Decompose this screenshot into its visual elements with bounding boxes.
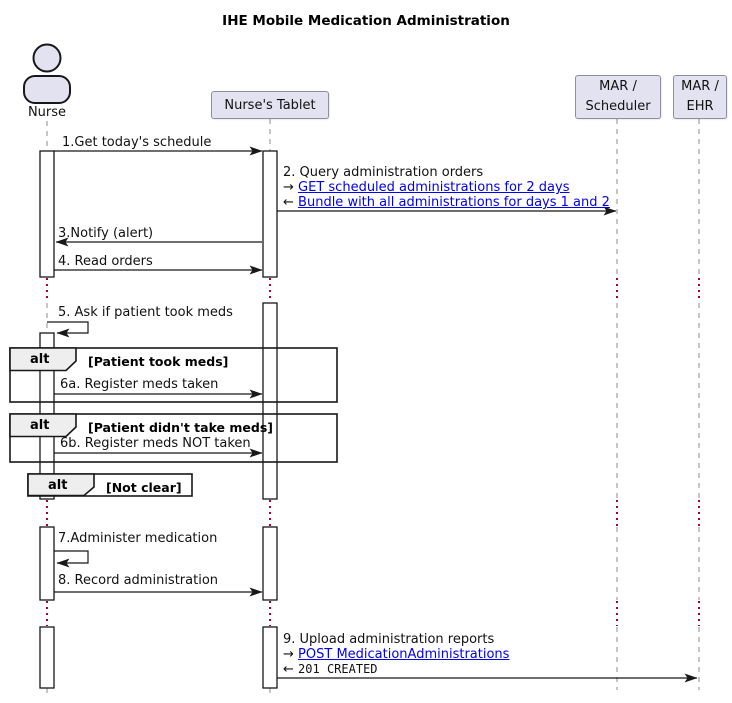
arrow-left-glyph: ← (283, 662, 294, 677)
message-4-label: 4. Read orders (58, 255, 153, 269)
response-code: 201 CREATED (298, 662, 377, 676)
activation-tablet (263, 527, 277, 600)
arrow-right-glyph: → (283, 647, 294, 662)
arrow-msg5-self (47, 322, 88, 333)
alt-3-guard: [Not clear] (106, 480, 182, 495)
alt-1-keyword: alt (30, 352, 49, 367)
participant-ehr-label-1: MAR / (681, 77, 719, 97)
arrow-right-glyph: → (283, 180, 294, 195)
link-bundle-administrations[interactable]: Bundle with all administrations for days… (298, 195, 610, 210)
message-9-text: 9. Upload administration reports (283, 632, 509, 647)
participant-ehr-label-2: EHR (686, 97, 713, 117)
message-2-text: 2. Query administration orders (283, 165, 610, 180)
activation-tablet (263, 151, 277, 277)
message-8-label: 8. Record administration (58, 574, 218, 588)
arrow-msg7-self (54, 551, 88, 563)
message-5-label: 5. Ask if patient took meds (58, 306, 233, 320)
link-get-scheduled-administrations[interactable]: GET scheduled administrations for 2 days (298, 180, 569, 195)
message-6a-label: 6a. Register meds taken (60, 378, 218, 392)
diagram-title: IHE Mobile Medication Administration (0, 13, 732, 29)
alt-1-guard: [Patient took meds] (88, 354, 228, 369)
message-9-label: 9. Upload administration reports → POST … (283, 632, 509, 677)
alt-2-guard: [Patient didn't take meds] (88, 420, 273, 435)
message-2-label: 2. Query administration orders → GET sch… (283, 165, 610, 210)
participant-scheduler-label-2: Scheduler (585, 97, 650, 117)
person-actor-icon (24, 45, 70, 104)
activation-tablet (263, 627, 277, 688)
arrow-left-glyph: ← (283, 195, 294, 210)
link-post-medication-administrations[interactable]: POST MedicationAdministrations (298, 647, 509, 662)
alt-2-keyword: alt (30, 418, 49, 433)
alt-3-keyword: alt (48, 478, 67, 493)
participant-scheduler-label-1: MAR / (599, 77, 637, 97)
participant-tablet: Nurse's Tablet (211, 91, 329, 119)
participant-nurse-label: Nurse (12, 105, 82, 120)
message-7-label: 7.Administer medication (58, 532, 217, 546)
participant-ehr: MAR / EHR (673, 75, 727, 119)
message-1-label: 1.Get today's schedule (62, 136, 211, 150)
participant-scheduler: MAR / Scheduler (575, 75, 661, 119)
activation-nurse (40, 527, 54, 600)
activation-tablet (263, 303, 277, 499)
participant-tablet-label: Nurse's Tablet (224, 98, 315, 113)
message-3-label: 3.Notify (alert) (58, 227, 153, 241)
message-6b-label: 6b. Register meds NOT taken (60, 437, 251, 451)
activation-nurse (40, 151, 54, 277)
activation-nurse (40, 627, 54, 688)
